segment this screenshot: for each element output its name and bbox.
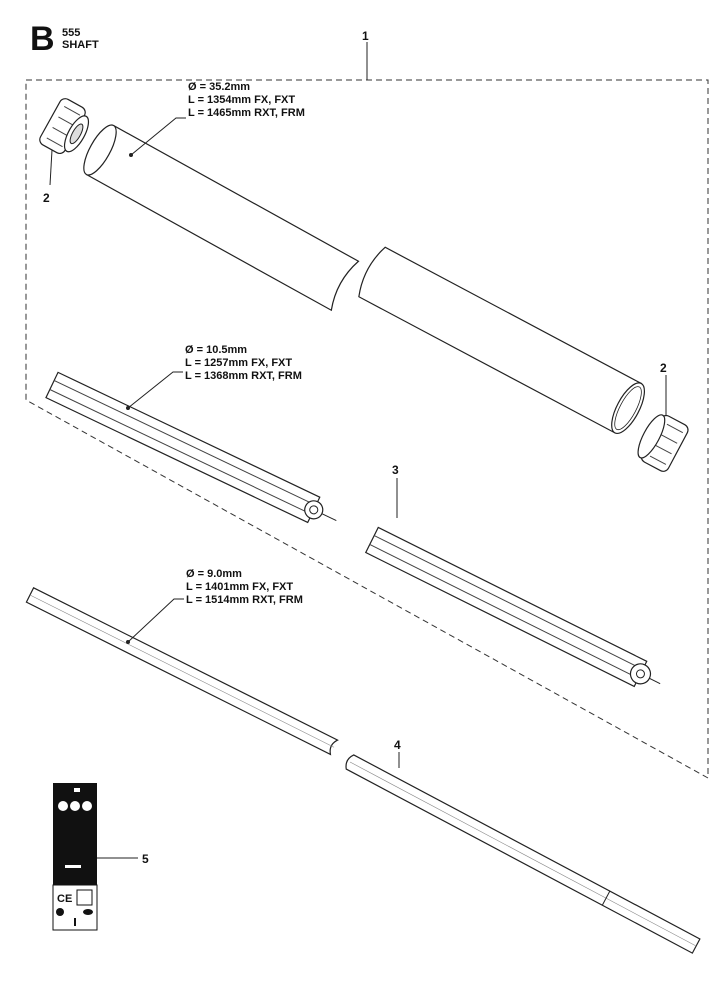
svg-text:L = 1257mm FX, FXT: L = 1257mm FX, FXT [185, 357, 292, 369]
nut-lower[interactable] [632, 410, 690, 474]
ear-protection-icon [70, 801, 80, 811]
drive-shaft-lower[interactable] [344, 754, 701, 954]
svg-text:Ø = 35.2mm: Ø = 35.2mm [188, 81, 250, 93]
warning-decal[interactable]: CE [52, 783, 98, 931]
svg-text:L = 1368mm RXT, FRM: L = 1368mm RXT, FRM [185, 370, 302, 382]
callout-outer-tube: Ø = 35.2mm L = 1354mm FX, FXT L = 1465mm… [129, 81, 305, 157]
svg-text:L = 1354mm FX, FXT: L = 1354mm FX, FXT [188, 94, 295, 106]
callout-drive-shaft: Ø = 9.0mm L = 1401mm FX, FXT L = 1514mm … [126, 568, 303, 644]
section-letter: B [30, 20, 55, 58]
svg-text:L = 1401mm FX, FXT: L = 1401mm FX, FXT [186, 581, 293, 593]
leader-2a [49, 149, 53, 186]
part-number-2b: 2 [660, 361, 667, 375]
svg-text:Ø = 10.5mm: Ø = 10.5mm [185, 344, 247, 356]
part-number-4: 4 [394, 738, 401, 752]
eye-protection-icon [58, 801, 68, 811]
drive-shaft-liner-lower[interactable] [364, 526, 667, 696]
drive-shaft-liner-upper[interactable] [45, 371, 342, 533]
shaft-tube-lower[interactable] [354, 245, 650, 438]
part-number-2a: 2 [43, 191, 50, 205]
ce-mark-icon: CE [57, 893, 72, 905]
diagram-title: SHAFT [62, 39, 99, 51]
svg-text:L = 1465mm RXT, FRM: L = 1465mm RXT, FRM [188, 107, 305, 119]
nut-upper[interactable] [38, 97, 96, 161]
svg-text:Ø = 9.0mm: Ø = 9.0mm [186, 568, 242, 580]
part-number-3: 3 [392, 463, 399, 477]
svg-text:L = 1514mm RXT, FRM: L = 1514mm RXT, FRM [186, 594, 303, 606]
model-number: 555 [62, 27, 80, 39]
gloves-icon [82, 801, 92, 811]
part-number-5: 5 [142, 852, 149, 866]
shaft-tube-upper[interactable] [78, 121, 360, 312]
callout-liner: Ø = 10.5mm L = 1257mm FX, FXT L = 1368mm… [126, 344, 302, 410]
assembly-boundary [25, 79, 709, 779]
part-number-1: 1 [362, 29, 369, 43]
drive-shaft-upper[interactable] [25, 587, 339, 756]
